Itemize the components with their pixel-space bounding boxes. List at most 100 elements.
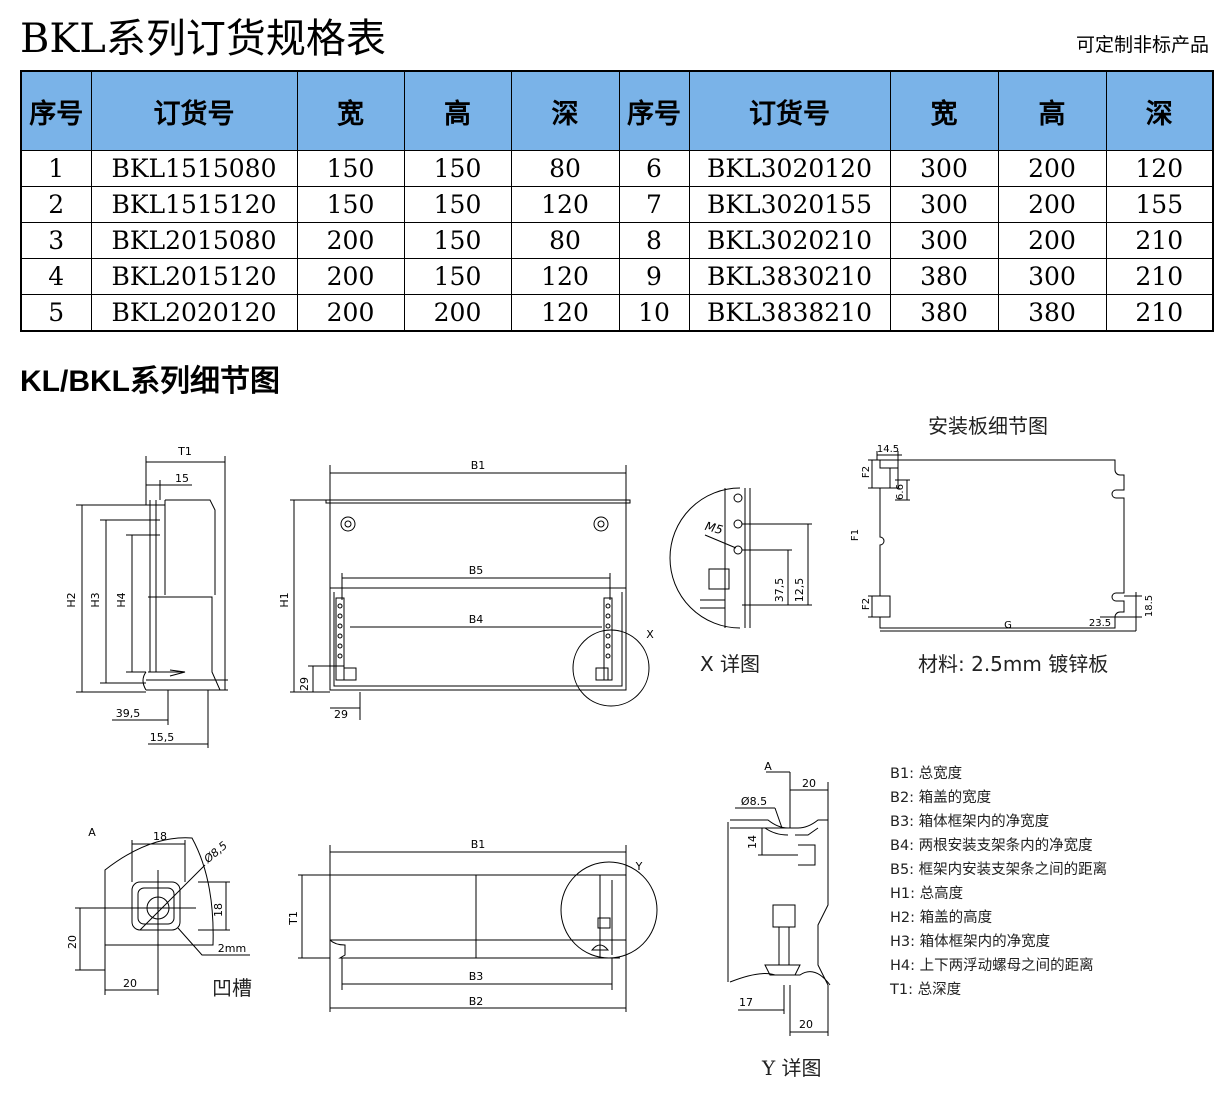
table-cell: BKL3838210 (688, 294, 891, 332)
label-a-y: A (764, 760, 772, 773)
table-cell: 8 (618, 222, 690, 259)
dim-23-5: 23.5 (1089, 618, 1111, 629)
table-cell: 300 (889, 186, 999, 223)
col-header-order-no: 订货号 (90, 70, 298, 151)
table-cell: BKL2015120 (90, 258, 298, 295)
col-header-index: 序号 (618, 70, 690, 151)
dim-17: 17 (739, 996, 753, 1009)
label-a: A (88, 826, 96, 839)
table-cell: 120 (510, 186, 620, 223)
table-row: 4 BKL2015120 200 150 120 9 BKL3830210 38… (20, 258, 1214, 295)
table-cell: 120 (510, 258, 620, 295)
table-cell: 150 (403, 258, 512, 295)
table-cell: 10 (618, 294, 690, 332)
table-cell: 210 (1105, 222, 1214, 259)
table-cell: BKL3020210 (688, 222, 891, 259)
table-cell: 200 (296, 258, 405, 295)
col-header-width: 宽 (889, 70, 999, 151)
table-cell: 120 (510, 294, 620, 332)
table-header-row: 序号 订货号 宽 高 深 序号 订货号 宽 高 深 (20, 70, 1214, 151)
table-cell: 120 (1105, 150, 1214, 187)
table-cell: 200 (997, 186, 1107, 223)
table-cell: 6 (618, 150, 690, 187)
legend-item: B2: 箱盖的宽度 (890, 790, 992, 806)
dim-37-5: 37,5 (773, 578, 786, 603)
col-header-height: 高 (997, 70, 1107, 151)
dim-20-vertical: 20 (66, 935, 79, 949)
table-row: 1 BKL1515080 150 150 80 6 BKL3020120 300… (20, 150, 1214, 187)
table-cell: BKL3830210 (688, 258, 891, 295)
dim-29-horizontal: 29 (334, 708, 348, 721)
legend-item: H3: 箱体框架内的净宽度 (890, 934, 1051, 950)
table-cell: 9 (618, 258, 690, 295)
table-cell: BKL3020155 (688, 186, 891, 223)
dim-b1-top: B1 (471, 838, 486, 851)
legend-item: B3: 箱体框架内的净宽度 (890, 814, 1050, 830)
legend-item: H1: 总高度 (890, 886, 964, 902)
dim-h1: H1 (278, 592, 291, 607)
table-cell: 5 (20, 294, 92, 332)
legend-list: B1: 总宽度 B2: 箱盖的宽度 B3: 箱体框架内的净宽度 B4: 两根安装… (890, 762, 1107, 1002)
label-x: X (646, 628, 654, 641)
dim-b2: B2 (469, 995, 484, 1008)
table-cell: 300 (997, 258, 1107, 295)
legend-item: H2: 箱盖的高度 (890, 910, 993, 926)
table-cell: 300 (889, 222, 999, 259)
x-detail-drawing: M5 37,5 12,5 (669, 487, 812, 629)
table-cell: 7 (618, 186, 690, 223)
table-cell: BKL3020120 (688, 150, 891, 187)
mounting-plate-drawing: 14.5 F2 6.6 F1 F2 G 23.5 18.5 (850, 444, 1155, 632)
legend-item: T1: 总深度 (890, 982, 962, 998)
dim-18-top: 18 (153, 830, 167, 843)
dim-f1: F1 (850, 529, 861, 541)
plate-material-caption: 材料: 2.5mm 镀锌板 (918, 652, 1109, 676)
dim-14: 14 (746, 835, 759, 849)
dim-20-bottom: 20 (799, 1018, 813, 1031)
y-detail-drawing: A 20 Ø8.5 14 17 20 (727, 760, 831, 1036)
table-row: 2 BKL1515120 150 150 120 7 BKL3020155 30… (20, 186, 1214, 223)
legend-item: B4: 两根安装支架条内的净宽度 (890, 838, 1093, 854)
col-header-index: 序号 (20, 70, 92, 151)
col-header-order-no: 订货号 (688, 70, 891, 151)
spec-table: 序号 订货号 宽 高 深 序号 订货号 宽 高 深 1 BKL1515080 1… (20, 70, 1214, 332)
table-cell: BKL2020120 (90, 294, 298, 332)
dim-diameter-8-5-y: Ø8.5 (741, 795, 767, 808)
dim-diameter-8-5: Ø8,5 (201, 839, 230, 866)
dim-t1: T1 (177, 445, 192, 458)
table-cell: BKL1515080 (90, 150, 298, 187)
table-cell: 155 (1105, 186, 1214, 223)
dim-39-5: 39,5 (116, 707, 141, 720)
table-cell: 380 (997, 294, 1107, 332)
table-cell: 4 (20, 258, 92, 295)
dim-20-top: 20 (802, 777, 816, 790)
dim-b4: B4 (469, 613, 484, 626)
legend-item: B1: 总宽度 (890, 766, 963, 782)
legend-item: H4: 上下两浮动螺母之间的距离 (890, 958, 1094, 974)
table-cell: 210 (1105, 294, 1214, 332)
table-cell: BKL2015080 (90, 222, 298, 259)
dim-b1: B1 (471, 459, 486, 472)
table-cell: 200 (296, 294, 405, 332)
dim-2mm: 2mm (218, 942, 246, 955)
dim-t1-top: T1 (287, 911, 300, 926)
table-cell: 210 (1105, 258, 1214, 295)
table-cell: 300 (889, 150, 999, 187)
side-view-drawing: T1 15 H2 H3 H4 39,5 15,5 (65, 445, 228, 748)
table-row: 3 BKL2015080 200 150 80 8 BKL3020210 300… (20, 222, 1214, 259)
table-cell: 200 (997, 150, 1107, 187)
plate-title: 安装板细节图 (928, 414, 1048, 438)
page-title: BKL系列订货规格表 (20, 16, 386, 62)
top-view-drawing: B1 T1 Y B3 B2 (287, 838, 658, 1012)
table-cell: 80 (510, 222, 620, 259)
table-cell: 150 (403, 150, 512, 187)
front-view-drawing: B1 B5 B4 H1 29 29 X (278, 459, 654, 721)
groove-caption: 凹槽 (212, 976, 252, 1000)
x-detail-caption: X 详图 (700, 652, 761, 676)
dim-6-6: 6.6 (895, 484, 906, 500)
col-header-depth: 深 (1105, 70, 1214, 151)
table-cell: 200 (997, 222, 1107, 259)
dim-g: G (1004, 620, 1012, 631)
table-cell: 200 (403, 294, 512, 332)
table-cell: 1 (20, 150, 92, 187)
